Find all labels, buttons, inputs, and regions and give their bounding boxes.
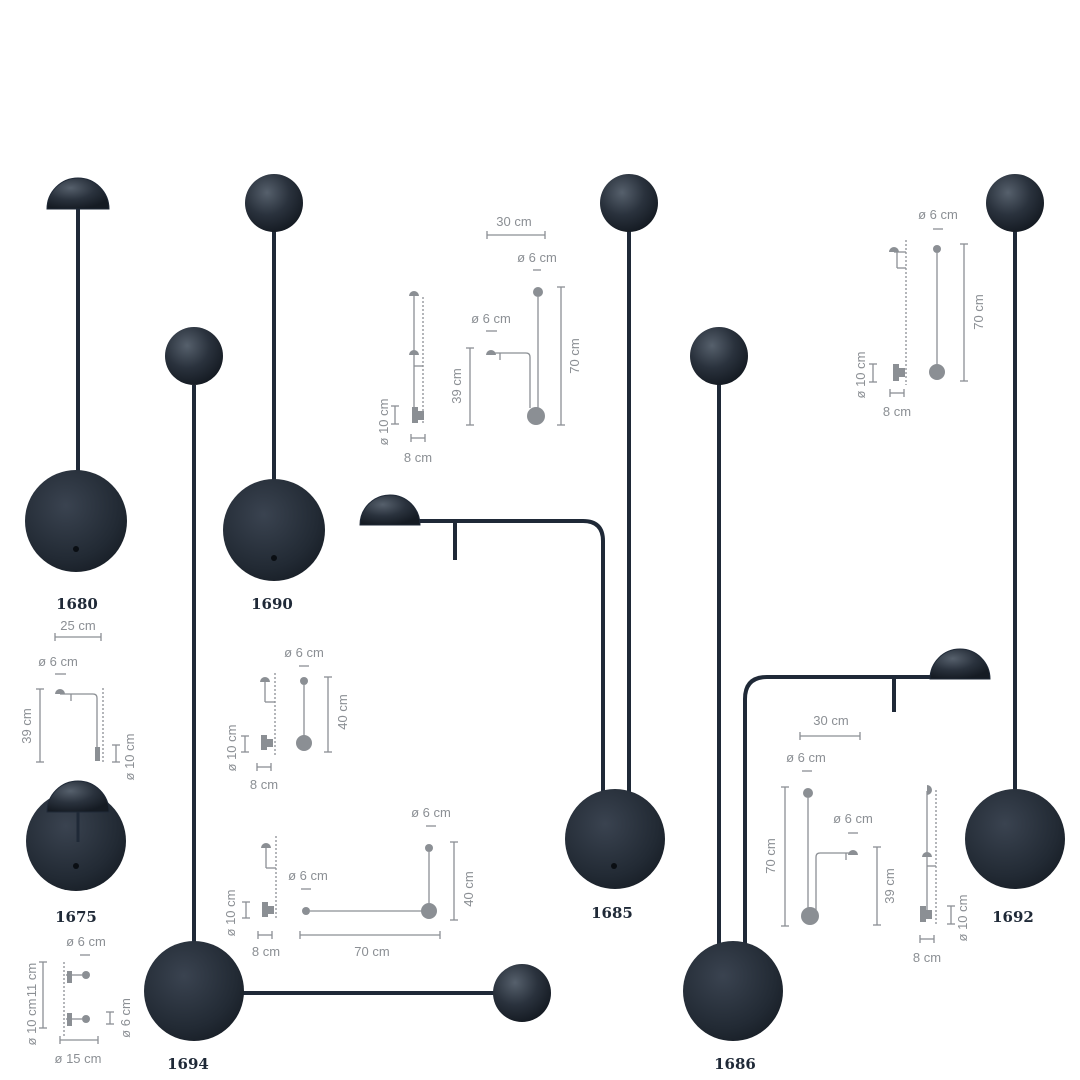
dim-label: 70 cm: [567, 338, 582, 373]
lamp-1685-shade: [359, 494, 421, 526]
dim-label: ø 6 cm: [288, 868, 328, 883]
dim-label: ø 6 cm: [786, 750, 826, 765]
lamp-1685-base: [565, 789, 665, 889]
lamp-1692-base: [965, 789, 1065, 889]
diagram-1685: 30 cm ø 6 cm ø 6 cm 39 cm 70 cm ø 10 cm …: [376, 214, 582, 465]
diagram-1692: ø 6 cm 70 cm ø 10 cm 8 cm: [853, 207, 986, 419]
lamp-1694: [144, 327, 551, 1041]
dim-label: 8 cm: [404, 450, 432, 465]
dim-label: ø 6 cm: [833, 811, 873, 826]
dim-label: ø 10 cm: [122, 734, 137, 781]
dim-label: 30 cm: [813, 713, 848, 728]
lamp-1692-globe: [986, 174, 1044, 232]
lamp-1680: [25, 177, 127, 572]
lamp-1686-globe: [690, 327, 748, 385]
dim-label: ø 6 cm: [471, 311, 511, 326]
diagram-1694-side: ø 6 cm 11 cm ø 10 cm ø 15 cm ø 6 cm: [24, 934, 133, 1066]
dim-label: 70 cm: [971, 294, 986, 329]
model-label-1692: 1692: [992, 908, 1034, 926]
lamp-1686-base: [683, 941, 783, 1041]
model-label-1685: 1685: [591, 904, 633, 922]
lamp-1680-base: [25, 470, 127, 572]
lamp-1685-globe: [600, 174, 658, 232]
dim-label: ø 10 cm: [224, 725, 239, 772]
diagram-1694: ø 6 cm ø 6 cm 40 cm 70 cm ø 10 cm 8 cm: [223, 805, 476, 959]
dim-label: ø 10 cm: [24, 999, 39, 1046]
dim-label: ø 6 cm: [38, 654, 78, 669]
model-label-1686: 1686: [714, 1055, 756, 1073]
lamp-1694-base: [144, 941, 244, 1041]
dim-label: ø 6 cm: [517, 250, 557, 265]
dim-label: 8 cm: [252, 944, 280, 959]
dim-label: ø 6 cm: [284, 645, 324, 660]
dim-label: 30 cm: [496, 214, 531, 229]
dim-label: ø 15 cm: [55, 1051, 102, 1066]
diagram-1686: 30 cm ø 6 cm 70 cm ø 6 cm 39 cm ø 10 cm …: [763, 713, 970, 965]
lamp-1675: [26, 780, 126, 891]
dim-label: ø 10 cm: [223, 890, 238, 937]
dim-label: 39 cm: [19, 708, 34, 743]
lamp-1680-shade: [46, 177, 110, 210]
diagram-1690: ø 6 cm 40 cm ø 10 cm 8 cm: [224, 645, 350, 792]
dim-label: 11 cm: [24, 963, 39, 997]
lamp-1685: [359, 174, 665, 889]
dim-label: 39 cm: [449, 368, 464, 403]
lamp-1692: [965, 174, 1065, 889]
lamp-1694-globe-right: [493, 964, 551, 1022]
lamp-1690-globe: [245, 174, 303, 232]
lamp-1690-base: [223, 479, 325, 581]
dim-label: 8 cm: [883, 404, 911, 419]
model-label-1680: 1680: [56, 595, 98, 613]
dim-label: ø 6 cm: [66, 934, 106, 949]
dim-label: 40 cm: [461, 871, 476, 906]
lamp-1675-shade: [46, 780, 110, 813]
lamp-1675-base: [26, 791, 126, 891]
dim-label: 70 cm: [763, 838, 778, 873]
dim-label: ø 6 cm: [918, 207, 958, 222]
lamp-1694-globe-top: [165, 327, 223, 385]
lamp-1686-shade: [929, 648, 991, 680]
dim-label: 70 cm: [354, 944, 389, 959]
lamp-1690: [223, 174, 325, 581]
diagram-1675: 25 cm ø 6 cm 39 cm ø 10 cm: [19, 618, 137, 780]
dim-label: 8 cm: [913, 950, 941, 965]
dim-label: ø 6 cm: [118, 998, 133, 1038]
dim-label: ø 10 cm: [853, 352, 868, 399]
dim-label: 40 cm: [335, 694, 350, 729]
dim-label: ø 10 cm: [376, 399, 391, 446]
dim-label: 39 cm: [882, 868, 897, 903]
lamp-1686: [683, 327, 991, 1041]
model-label-1694: 1694: [167, 1055, 209, 1073]
model-label-1675: 1675: [55, 908, 97, 926]
dim-label: ø 10 cm: [955, 895, 970, 942]
dim-label: 8 cm: [250, 777, 278, 792]
dim-label: 25 cm: [60, 618, 95, 633]
dim-label: ø 6 cm: [411, 805, 451, 820]
model-label-1690: 1690: [251, 595, 293, 613]
